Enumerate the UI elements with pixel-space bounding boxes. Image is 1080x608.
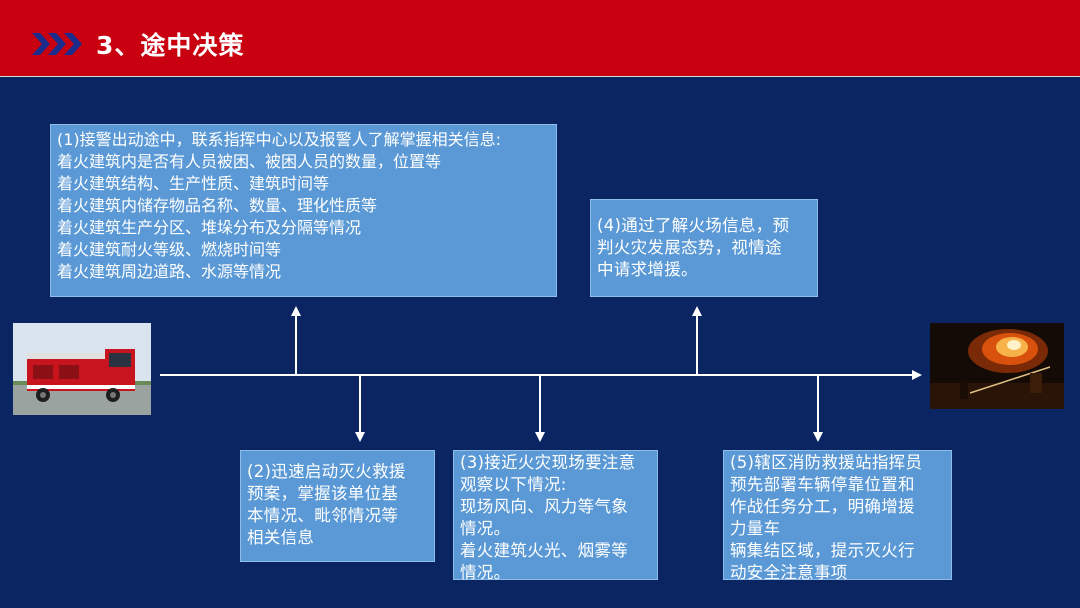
box1-line: 着火建筑周边道路、水源等情况 [57,262,282,281]
box2-line: 相关信息 [247,528,315,547]
box5-line: 力量车 [730,519,781,538]
box3-line: 情况。 [460,563,511,582]
box4-line: 中请求增援。 [597,260,698,279]
box1-line: 着火建筑耐火等级、燃烧时间等 [57,240,282,259]
box1-line: 着火建筑内储存物品名称、数量、理化性质等 [57,196,378,215]
box1-line: 着火建筑内是否有人员被困、被困人员的数量，位置等 [57,152,442,171]
box3-line: 观察以下情况: [460,475,567,494]
box2-line: 预案，掌握该单位基 [247,484,399,503]
header-divider [0,76,1080,77]
box1-line: 着火建筑结构、生产性质、建筑时间等 [57,174,330,193]
box5-line: 动安全注意事项 [730,563,848,582]
info-box-1: (1)接警出动途中，联系指挥中心以及报警人了解掌握相关信息: 着火建筑内是否有人… [50,124,557,297]
box3-line: (3)接近火灾现场要注意 [460,453,636,472]
box5-line: 作战任务分工，明确增援 [730,497,915,516]
box3-line: 着火建筑火光、烟雾等 [460,541,628,560]
info-box-5: (5)辖区消防救援站指挥员 预先部署车辆停靠位置和 作战任务分工，明确增援 力量… [723,450,952,582]
box1-line: 着火建筑生产分区、堆垛分布及分隔等情况 [57,218,362,237]
box4-line: (4)通过了解火场信息，预 [597,216,790,235]
info-box-4: (4)通过了解火场信息，预 判火灾发展态势，视情途 中请求增援。 [590,199,818,297]
box2-line: 本情况、毗邻情况等 [247,506,399,525]
box2-line: (2)迅速启动灭火救援 [247,462,406,481]
box4-line: 判火灾发展态势，视情途 [597,238,782,257]
box5-line: 辆集结区域，提示灭火行 [730,541,915,560]
header-bar: 3、途中决策 [0,0,1080,76]
box3-line: 情况。 [460,519,511,538]
fire-scene-photo [930,323,1064,409]
fire-truck-photo [13,323,151,415]
box3-line: 现场风向、风力等气象 [460,497,628,516]
page-title: 3、途中决策 [96,31,245,60]
chevron-icon [32,33,82,55]
box1-line: (1)接警出动途中，联系指挥中心以及报警人了解掌握相关信息: [57,130,502,149]
box5-line: (5)辖区消防救援站指挥员 [730,453,923,472]
info-box-3: (3)接近火灾现场要注意 观察以下情况: 现场风向、风力等气象 情况。 着火建筑… [453,450,658,582]
info-box-2: (2)迅速启动灭火救援 预案，掌握该单位基 本情况、毗邻情况等 相关信息 [240,450,435,562]
box5-line: 预先部署车辆停靠位置和 [730,475,915,494]
